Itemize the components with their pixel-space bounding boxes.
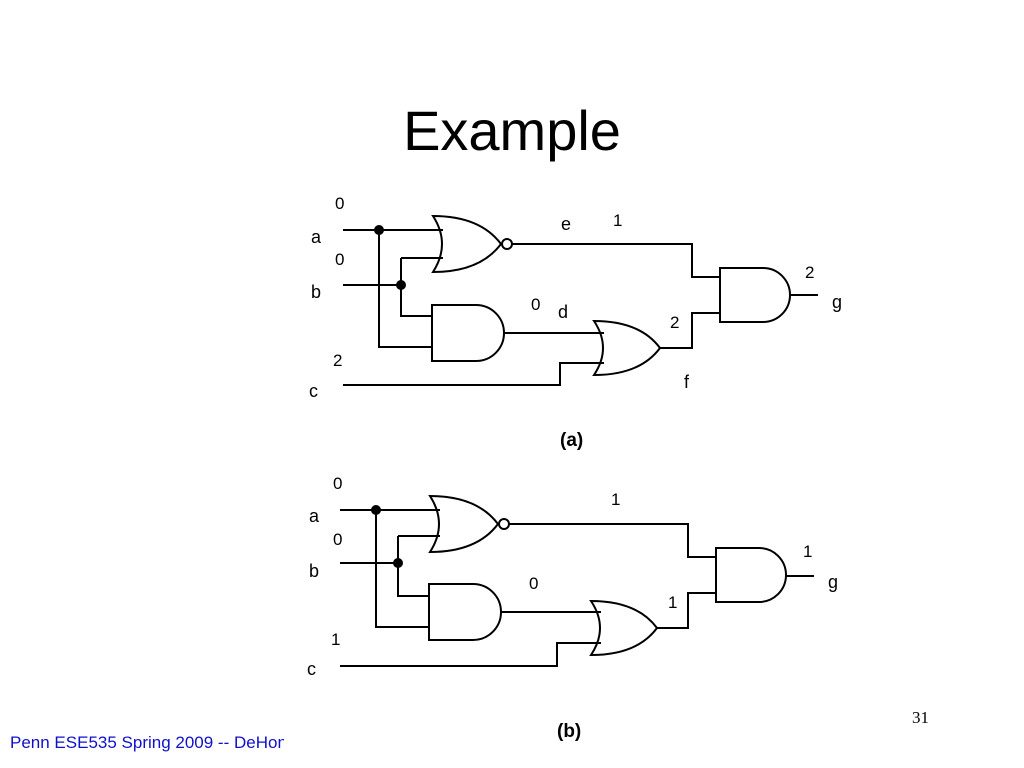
and-gate-lower [428,583,502,641]
net-f-name: f [684,372,690,392]
input-b-name: b [309,561,319,581]
net-d-value: 0 [531,295,540,314]
nor-gate [431,214,503,274]
junction-dot-b [393,558,403,568]
wire-b-branch [397,536,429,597]
figure-caption: (a) [560,430,583,451]
net-d-name: d [558,302,568,322]
input-b-value: 0 [335,250,344,269]
input-b-value: 0 [333,530,342,549]
wire-a-branch [375,510,429,628]
wire-c-input [340,642,601,667]
net-f-value: 1 [668,593,677,612]
junction-dot-a [371,505,381,515]
input-c-name: c [307,659,316,679]
input-c-value: 2 [333,351,342,370]
wire-f [660,312,720,349]
net-f-value: 2 [670,313,679,332]
wire-b-branch [400,258,432,317]
input-b-name: b [311,282,321,302]
or-gate [592,319,662,377]
wire-e [512,243,720,278]
figure-caption: (b) [557,721,581,742]
net-e-value: 1 [613,211,622,230]
and-gate-output [715,547,787,603]
and-gate-lower [431,304,505,362]
input-a-name: a [309,506,320,526]
output-g-value: 1 [803,542,812,561]
input-a-value: 0 [333,474,342,493]
input-a-name: a [311,227,322,247]
or-gate [589,599,659,657]
footer-text: Penn ESE535 Spring 2009 -- DeHon [10,733,284,752]
wire-a-branch [378,230,432,348]
input-a-value: 0 [335,194,344,213]
wire-e [509,523,716,558]
page-number: 31 [912,708,929,727]
input-c-name: c [309,381,318,401]
and-gate-output [719,267,791,323]
nor-inversion-bubble [498,518,510,530]
net-d-value: 0 [529,574,538,593]
output-g-value: 2 [805,263,814,282]
wire-f [657,592,716,629]
output-g-name: g [828,572,838,592]
net-e-value: 1 [611,490,620,509]
wire-c-input [343,362,604,386]
nor-gate [428,494,500,554]
slide-title: Example [403,99,621,162]
circuit-b: 0 a 0 b 1 c 1 0 1 1 g (b) [307,474,838,742]
circuit-a: 0 a 0 b 2 c e 1 0 d 2 f 2 g (a) [309,194,842,451]
junction-dot-a [374,225,384,235]
output-g-name: g [832,292,842,312]
nor-inversion-bubble [501,238,513,250]
input-c-value: 1 [331,630,340,649]
net-e-name: e [561,214,571,234]
junction-dot-b [396,280,406,290]
